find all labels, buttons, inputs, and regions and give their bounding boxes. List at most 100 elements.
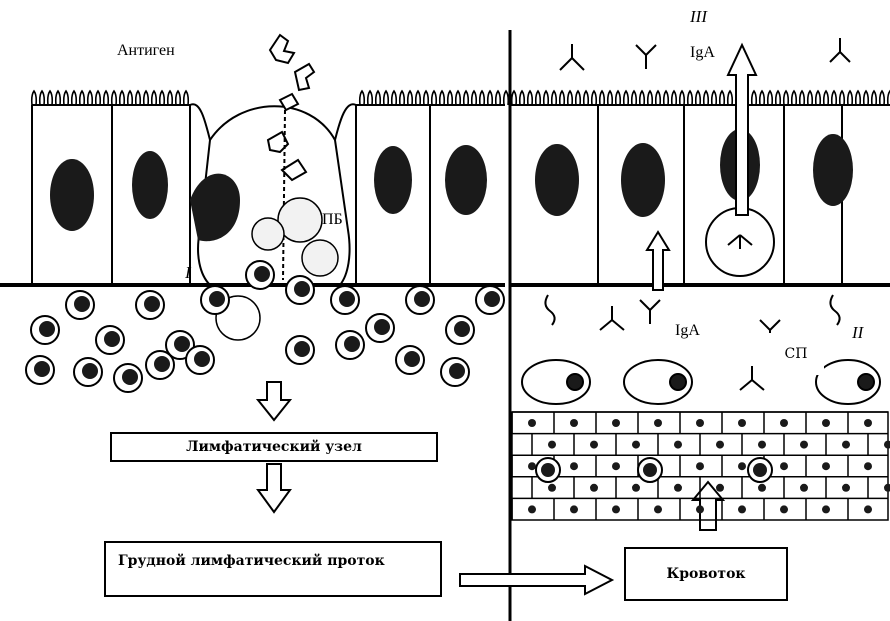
connective-tissue — [511, 411, 890, 521]
tissue-nucleus — [780, 419, 788, 427]
lymphocyte-nucleus — [374, 319, 390, 335]
lymphocyte-nucleus — [449, 363, 465, 379]
right-microvilli — [510, 89, 890, 106]
left-microvilli — [30, 89, 510, 106]
iga-lumen-label: IgA — [690, 44, 715, 61]
tissue-lymphocyte-nucleus — [541, 463, 555, 477]
lymphocyte-nucleus — [104, 331, 120, 347]
nucleus — [621, 143, 665, 217]
lymphocyte-nucleus — [82, 363, 98, 379]
down-arrow-1 — [255, 381, 293, 422]
tissue-nucleus — [570, 505, 578, 514]
tissue-nucleus — [822, 462, 830, 471]
lymphocyte-nucleus — [294, 281, 310, 297]
tissue-nucleus — [548, 483, 556, 492]
lymphocyte-nucleus — [209, 291, 225, 307]
iga-molecule — [559, 44, 585, 71]
pigr-receptor — [829, 294, 841, 326]
tissue-nucleus — [528, 462, 536, 471]
left-nuclei — [50, 145, 487, 242]
lymphocyte-nucleus — [484, 291, 500, 307]
iga-molecules — [544, 38, 851, 391]
nucleus — [813, 134, 853, 206]
pb-label: ПБ — [322, 211, 343, 228]
plasma-cells — [521, 359, 881, 405]
down-arrow-2 — [256, 463, 292, 514]
plasma-nucleus — [566, 373, 584, 391]
tissue-nucleus — [842, 483, 850, 492]
transcytosis-path — [282, 109, 286, 281]
tissue-nucleus — [800, 440, 808, 449]
tissue-nucleus — [632, 440, 640, 449]
lymphocyte-nucleus — [339, 291, 355, 307]
plasma-nucleus — [669, 373, 687, 391]
lymphocyte-nucleus — [174, 336, 190, 352]
region-iii-label: III — [689, 7, 708, 26]
up-arrow-lumen — [726, 42, 758, 216]
lymphocyte-nucleus — [404, 351, 420, 367]
right-epithelium — [508, 30, 890, 621]
tissue-nucleus — [738, 462, 746, 471]
tissue-nucleus — [716, 440, 724, 449]
nucleus — [132, 151, 168, 219]
iga-molecule — [739, 366, 765, 391]
plasma-cell — [521, 359, 591, 405]
thoracic-duct-box: Грудной лимфатический проток — [104, 541, 442, 597]
antigen-particle — [278, 92, 300, 112]
nucleus — [50, 159, 94, 231]
lymphocyte-nucleus — [144, 296, 160, 312]
tissue-nucleus — [654, 419, 662, 427]
lymphocyte-nucleus — [194, 351, 210, 367]
tissue-nucleus — [590, 483, 598, 492]
tissue-nucleus — [612, 462, 620, 471]
up-arrow-cell — [645, 230, 671, 291]
lymphocyte-nucleus — [414, 291, 430, 307]
flow-arrows — [255, 381, 615, 596]
tissue-nucleus — [612, 419, 620, 427]
tissue-nucleus — [632, 483, 640, 492]
antigen-particle — [280, 158, 308, 182]
region-ii-label: II — [851, 323, 865, 342]
lymphocyte-nucleus — [122, 369, 138, 385]
lymphoid-cell — [277, 197, 323, 243]
lymphocyte-nucleus — [154, 356, 170, 372]
antigen-label: Антиген — [117, 42, 175, 59]
tissue-nucleus — [738, 505, 746, 514]
tissue-lymphocyte-nucleus — [643, 463, 657, 477]
iga-molecule — [639, 299, 661, 324]
iga-molecule — [727, 234, 753, 249]
iga-molecule — [829, 38, 851, 63]
microvilli-row — [510, 89, 890, 106]
lymph-node-box: Лимфатический узел — [110, 432, 438, 462]
tissue-nucleus — [570, 462, 578, 471]
lymphocyte-nucleus — [34, 361, 50, 377]
plasma-nucleus — [857, 373, 875, 391]
secretion-arrows — [645, 42, 758, 531]
tissue-lymphocyte-nucleus — [753, 463, 767, 477]
lymphocyte-nucleus — [39, 321, 55, 337]
nucleus — [445, 145, 487, 215]
tissue-nucleus — [654, 505, 662, 514]
m-cell-dome — [209, 105, 336, 141]
tissue-nucleus — [864, 462, 872, 471]
tissue-nucleus — [738, 419, 746, 427]
bloodstream-box: Кровоток — [624, 547, 788, 601]
plasma-cell — [623, 359, 693, 405]
lymphocyte-nucleus — [344, 336, 360, 352]
nucleus — [535, 144, 579, 216]
tissue-nucleus — [864, 419, 872, 427]
tissue-nucleus — [780, 462, 788, 471]
lymphocyte-nucleus — [254, 266, 270, 282]
pigr-receptor — [544, 294, 556, 326]
tissue-nucleus — [674, 440, 682, 449]
iga-molecule — [599, 306, 625, 331]
iga-lamina-label: IgA — [675, 322, 700, 339]
tissue-nucleus — [548, 440, 556, 449]
tissue-nucleus — [528, 419, 536, 427]
tissue-nucleus — [696, 462, 704, 471]
antigen-particle — [268, 33, 296, 65]
lymphocyte-nucleus — [454, 321, 470, 337]
tissue-nucleus — [758, 483, 766, 492]
lymphoid-cell — [251, 217, 285, 251]
tissue-nucleus — [884, 483, 890, 492]
